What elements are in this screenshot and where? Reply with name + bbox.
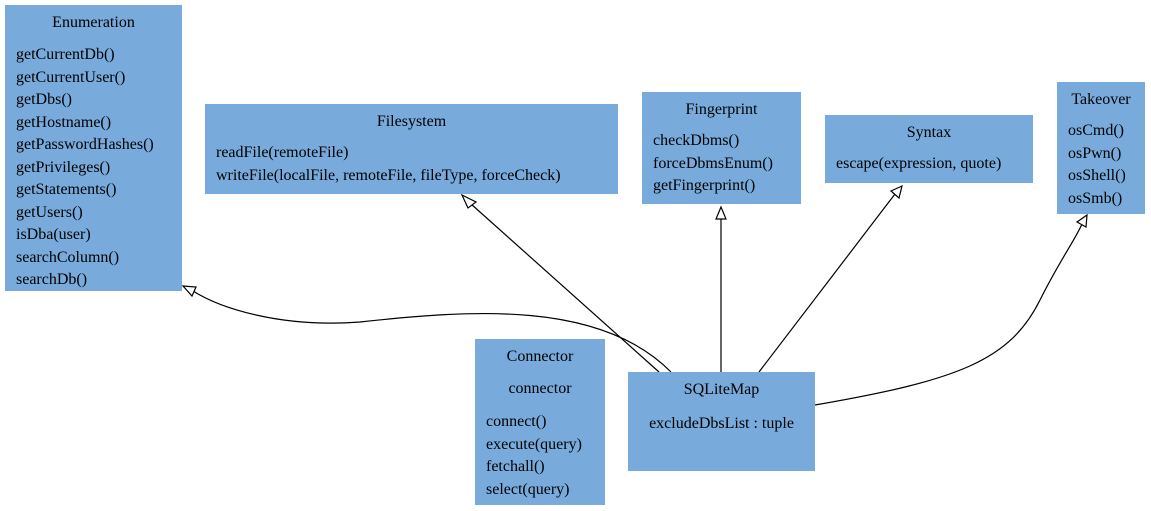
- method: osSmb(): [1068, 189, 1123, 207]
- method: writeFile(localFile, remoteFile, fileTyp…: [216, 166, 561, 184]
- method: getStatements(): [16, 181, 117, 198]
- arrowhead-takeover: [1075, 213, 1088, 228]
- method-list: readFile(remoteFile) writeFile(localFile…: [216, 142, 618, 187]
- method: fetchall(): [486, 458, 545, 475]
- class-attribute: excludeDbsList : tuple: [649, 415, 794, 432]
- method: osShell(): [1068, 167, 1126, 184]
- method: osCmd(): [1068, 122, 1124, 139]
- method: searchDb(): [16, 271, 88, 288]
- method-list: getCurrentDb() getCurrentUser() getDbs()…: [16, 44, 182, 292]
- class-title: Connector: [506, 348, 574, 365]
- class-enumeration: Enumeration getCurrentDb() getCurrentUse…: [5, 5, 182, 291]
- class-title: Fingerprint: [685, 101, 758, 118]
- class-title: Takeover: [1071, 91, 1131, 108]
- method: select(query): [486, 480, 570, 498]
- class-connector: Connector connector connect() execute(qu…: [475, 339, 605, 505]
- method: readFile(remoteFile): [216, 144, 349, 161]
- class-title: Enumeration: [52, 14, 135, 31]
- method: getDbs(): [16, 91, 72, 108]
- method: getUsers(): [16, 203, 83, 221]
- method: checkDbms(): [653, 132, 740, 149]
- arrowhead-fingerprint: [715, 205, 727, 220]
- method: getPrivileges(): [16, 158, 111, 176]
- method: execute(query): [486, 435, 582, 453]
- method: getCurrentUser(): [16, 68, 126, 86]
- class-syntax: Syntax escape(expression, quote): [825, 115, 1033, 183]
- method: osPwn(): [1068, 144, 1122, 162]
- edge-sqlitemap-filesystem: [470, 203, 660, 373]
- method-list: checkDbms() forceDbmsEnum() getFingerpri…: [653, 130, 801, 198]
- class-title: SQLiteMap: [683, 381, 760, 398]
- method: getHostname(): [16, 113, 112, 131]
- class-title: Syntax: [906, 124, 952, 141]
- method-list: escape(expression, quote): [836, 153, 1033, 176]
- arrowhead-filesystem: [460, 193, 478, 209]
- arrowhead-enumeration: [181, 285, 197, 298]
- class-takeover: Takeover osCmd() osPwn() osShell() osSmb…: [1057, 82, 1145, 214]
- method: searchColumn(): [16, 248, 120, 266]
- arrowhead-syntax: [889, 184, 903, 200]
- method-list: connect() execute(query) fetchall() sele…: [486, 411, 605, 501]
- method: connect(): [486, 413, 547, 430]
- class-title: Filesystem: [376, 113, 447, 130]
- method: getFingerprint(): [653, 177, 756, 194]
- edge-sqlitemap-syntax: [758, 193, 896, 373]
- method: isDba(user): [16, 226, 91, 243]
- method: escape(expression, quote): [836, 155, 1002, 172]
- class-fingerprint: Fingerprint checkDbms() forceDbmsEnum() …: [642, 92, 801, 204]
- method: forceDbmsEnum(): [653, 154, 773, 172]
- method-list: osCmd() osPwn() osShell() osSmb(): [1068, 120, 1145, 210]
- method: getPasswordHashes(): [16, 136, 154, 153]
- class-attribute: connector: [508, 380, 572, 397]
- method: getCurrentDb(): [16, 46, 115, 63]
- class-filesystem: Filesystem readFile(remoteFile) writeFil…: [205, 104, 618, 194]
- edge-sqlitemap-takeover: [814, 223, 1083, 406]
- class-sqlitemap: SQLiteMap excludeDbsList : tuple: [628, 372, 815, 471]
- edge-sqlitemap-enumeration: [192, 290, 672, 373]
